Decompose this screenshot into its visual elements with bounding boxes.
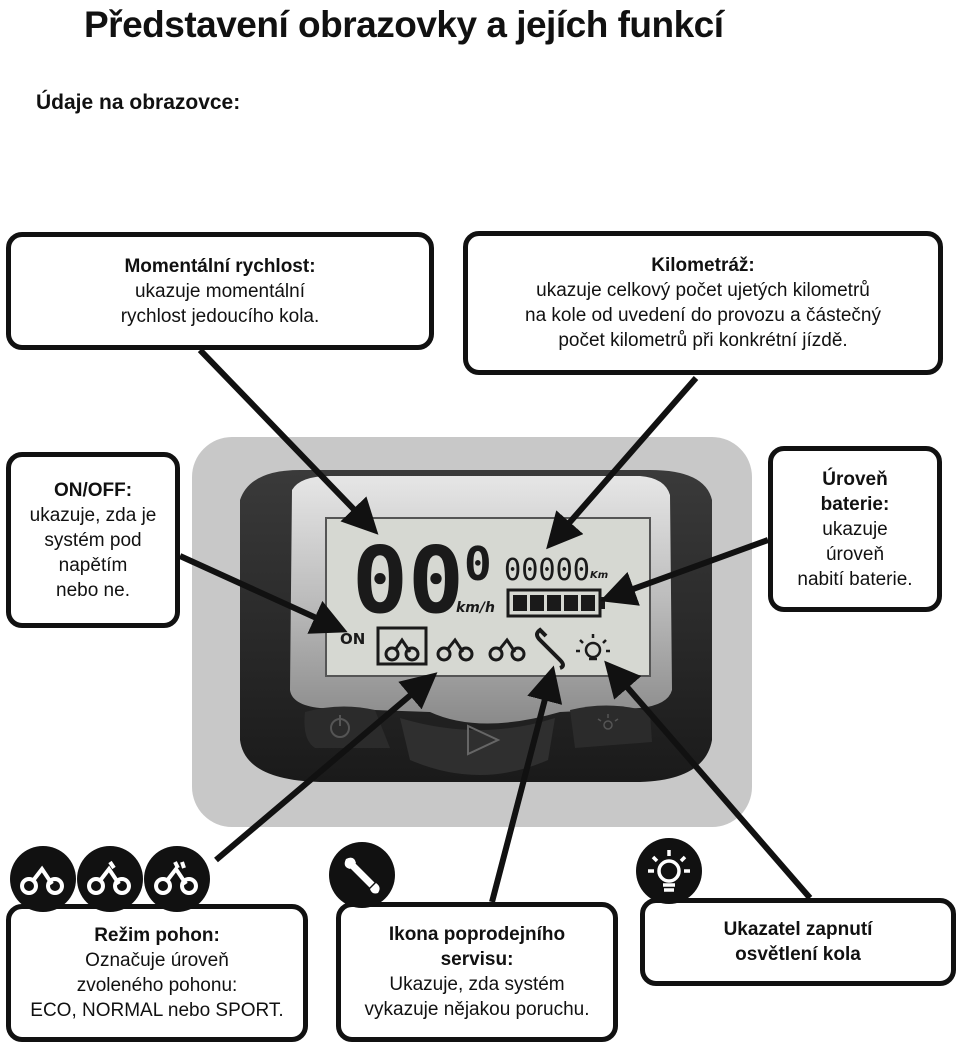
speed-decimal: 0 xyxy=(464,537,492,591)
bike-normal-icon xyxy=(436,637,474,662)
callout-service-heading: servisu: xyxy=(440,949,514,970)
callout-light-heading: Ukazatel zapnutí xyxy=(723,919,873,940)
lcd-screen xyxy=(325,517,651,677)
bike-sport-icon xyxy=(144,846,210,912)
light-bulb-icon xyxy=(636,838,702,904)
callout-battery-line: nabití baterie. xyxy=(797,568,913,590)
page-title: Představení obrazovky a jejích funkcí xyxy=(84,4,724,45)
callout-onoff-line: nebo ne. xyxy=(56,579,130,601)
callout-mode-line: zvoleného pohonu: xyxy=(76,975,238,996)
callout-speed-heading: Momentální rychlost: xyxy=(124,255,316,277)
bike-eco-icon xyxy=(384,637,420,662)
battery-segment xyxy=(513,595,527,611)
bike-sport-icon xyxy=(488,637,526,662)
callout-mode-line: Označuje úroveň xyxy=(85,950,229,971)
callout-battery-line: úroveň xyxy=(825,543,885,565)
on-indicator: ON xyxy=(340,630,365,648)
bike-eco-icon xyxy=(10,846,76,912)
page-subtitle: Údaje na obrazovce: xyxy=(36,91,241,114)
callout-mode-line: ECO, NORMAL nebo SPORT. xyxy=(30,1000,284,1021)
callout-battery-heading: Úroveň xyxy=(822,468,888,490)
callout-odometer-line: ukazuje celkový počet ujetých kilometrů xyxy=(536,280,870,301)
callout-onoff-heading: ON/OFF: xyxy=(53,479,133,501)
callout-service-line: vykazuje nějakou poruchu. xyxy=(364,999,590,1020)
callout-service-line: Ukazuje, zda systém xyxy=(389,974,565,995)
callout-onoff-line: napětím xyxy=(58,554,128,576)
mode-selection-frame xyxy=(376,626,428,666)
callout-service: Ikona poprodejního servisu: Ukazuje, zda… xyxy=(336,902,618,1042)
bike-normal-icon xyxy=(77,846,143,912)
callout-mode-heading: Režim pohon: xyxy=(94,925,220,946)
callout-onoff-line: ukazuje, zda je xyxy=(29,504,157,526)
odometer-readout: 00000 xyxy=(504,553,590,588)
light-lcd-icon xyxy=(576,634,610,661)
callout-battery-line: ukazuje xyxy=(822,518,888,540)
play-icon xyxy=(467,724,501,756)
callout-speed-line: ukazuje momentální xyxy=(134,280,306,302)
callout-mode: Režim pohon: Označuje úroveň zvoleného p… xyxy=(6,904,308,1042)
callout-service-heading: Ikona poprodejního xyxy=(388,924,566,945)
speed-unit: km/h xyxy=(456,600,495,616)
callout-battery: Úroveň baterie: ukazuje úroveň nabití ba… xyxy=(768,446,942,612)
callout-odometer-line: počet kilometrů při konkrétní jízdě. xyxy=(558,330,848,351)
battery-segment xyxy=(547,595,561,611)
battery-segment xyxy=(530,595,544,611)
battery-segment xyxy=(564,595,578,611)
callout-light: Ukazatel zapnutí osvětlení kola xyxy=(640,898,956,986)
callout-odometer-heading: Kilometráž: xyxy=(651,255,755,276)
callout-odometer: Kilometráž: ukazuje celkový počet ujetýc… xyxy=(463,231,943,375)
callout-odometer-line: na kole od uvedení do provozu a částečný xyxy=(525,305,881,326)
odometer-unit: Km xyxy=(590,570,608,581)
callout-battery-heading: baterie: xyxy=(820,493,890,515)
wrench-icon xyxy=(329,842,395,908)
callout-onoff: ON/OFF: ukazuje, zda je systém pod napět… xyxy=(6,452,180,628)
speed-readout: 00 xyxy=(352,527,464,634)
callout-speed-line: rychlost jedoucího kola. xyxy=(120,305,320,327)
callout-onoff-line: systém pod xyxy=(44,529,142,551)
battery-segment xyxy=(581,595,595,611)
callout-light-heading: osvětlení kola xyxy=(735,944,861,965)
callout-speed: Momentální rychlost: ukazuje momentální … xyxy=(6,232,434,350)
